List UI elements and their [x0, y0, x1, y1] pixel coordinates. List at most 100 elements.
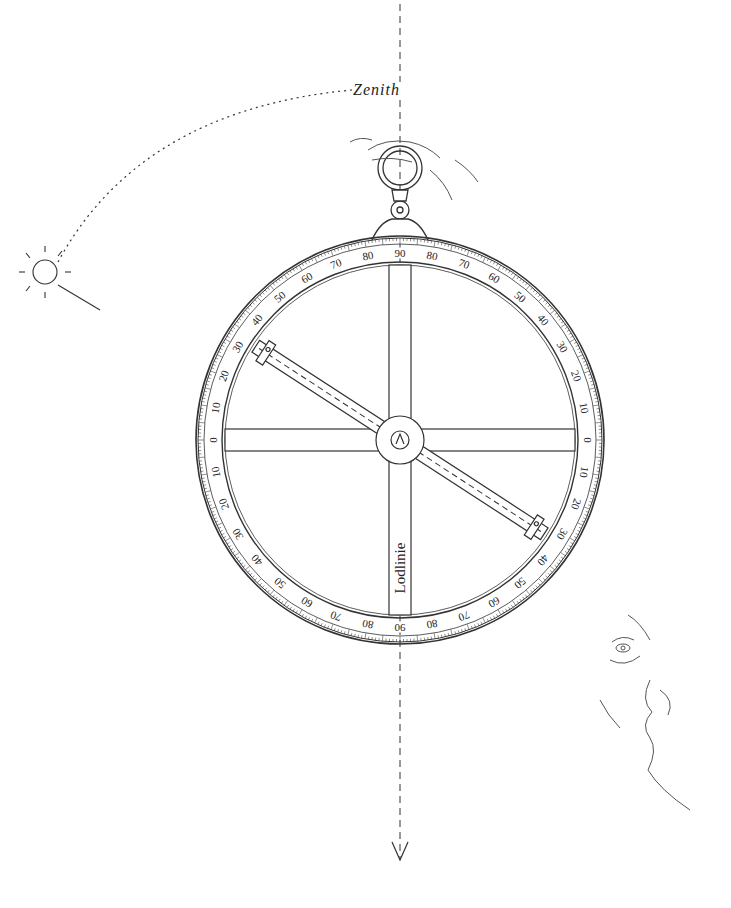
tick-mark [245, 310, 250, 314]
tick-mark [227, 542, 230, 544]
tick-mark [396, 238, 397, 241]
tick-mark [555, 313, 557, 315]
tick-mark [200, 411, 203, 412]
tick-mark [287, 273, 289, 275]
scale-number: 30 [554, 525, 570, 542]
tick-mark [222, 345, 225, 346]
tick-mark [561, 321, 563, 323]
scale-number: 10 [578, 400, 591, 415]
tick-mark [267, 288, 269, 290]
tick-mark [237, 557, 239, 559]
tick-mark [318, 622, 319, 625]
suspension-ring [372, 146, 428, 240]
tick-mark [260, 583, 262, 585]
tick-mark [582, 358, 585, 359]
tick-mark [218, 351, 221, 352]
sun-path [58, 90, 352, 262]
tick-mark [255, 300, 257, 302]
tick-mark [243, 565, 245, 567]
tick-mark [227, 336, 230, 338]
tick-mark [231, 548, 234, 550]
tick-mark [464, 628, 466, 631]
tick-mark [284, 275, 287, 280]
tick-mark [594, 394, 597, 396]
tick-mark [202, 398, 205, 400]
tick-mark [233, 551, 235, 553]
tick-mark [505, 269, 507, 272]
tick-mark [276, 281, 278, 283]
tick-mark [208, 377, 211, 379]
tick-mark [420, 239, 421, 242]
tick-mark [598, 464, 601, 465]
scale-number: 70 [328, 257, 344, 272]
tick-mark [424, 638, 425, 641]
tick-mark [598, 460, 601, 461]
tick-mark [437, 635, 439, 638]
tick-mark [214, 518, 217, 519]
tick-mark [245, 566, 250, 570]
tick-mark [406, 639, 407, 642]
tick-mark [454, 631, 456, 634]
tick-mark [241, 316, 243, 318]
tick-mark [365, 241, 366, 247]
tick-mark [354, 243, 356, 246]
tick-mark [571, 336, 574, 338]
tick-mark [593, 405, 599, 406]
tick-mark [378, 239, 379, 242]
tick-mark [299, 610, 302, 615]
tick-mark [431, 637, 432, 640]
tick-mark [483, 618, 486, 623]
tick-mark [559, 318, 561, 320]
tick-mark [586, 511, 589, 512]
scale-number: 70 [328, 608, 344, 623]
tick-mark [368, 637, 369, 640]
hub [376, 416, 424, 464]
tick-mark [599, 453, 602, 454]
tick-mark [229, 333, 232, 335]
tick-mark [502, 267, 504, 270]
tick-mark [588, 374, 591, 376]
tick-mark [570, 339, 575, 342]
tick-mark [382, 635, 384, 641]
tick-mark [448, 633, 450, 636]
tick-mark [293, 269, 295, 272]
tick-mark [340, 247, 342, 250]
tick-mark [591, 384, 594, 386]
tick-mark [293, 609, 295, 612]
tick-mark [538, 583, 540, 585]
tick-mark [420, 638, 421, 641]
tick-mark [490, 617, 491, 620]
tick-mark [321, 254, 322, 257]
tick-mark [233, 327, 235, 329]
tick-mark [371, 637, 372, 640]
tick-mark [505, 609, 507, 612]
tick-mark [595, 398, 598, 400]
tick-mark [324, 625, 325, 628]
tick-mark [260, 295, 262, 297]
scale-number: 30 [230, 338, 246, 355]
tick-mark [252, 576, 254, 578]
tick-mark [461, 629, 463, 632]
tick-mark [361, 242, 363, 245]
tick-mark [458, 630, 460, 633]
scale-number: 80 [360, 618, 375, 631]
tick-mark [546, 576, 548, 578]
tick-mark [371, 240, 372, 243]
tick-mark [526, 285, 530, 290]
scale-number: 60 [298, 270, 315, 286]
tick-mark [210, 371, 216, 373]
tick-mark [252, 302, 254, 304]
tick-mark [525, 283, 527, 285]
tick-mark [365, 633, 366, 639]
tick-mark [586, 368, 589, 369]
tick-mark [400, 238, 401, 244]
tick-mark [281, 601, 283, 603]
tick-mark [214, 361, 217, 362]
tick-mark [198, 453, 201, 454]
tick-mark [511, 273, 513, 275]
scale-number: 10 [209, 465, 222, 480]
tick-mark [223, 536, 226, 537]
tick-mark [550, 566, 555, 570]
scale-number: 90 [394, 248, 407, 259]
